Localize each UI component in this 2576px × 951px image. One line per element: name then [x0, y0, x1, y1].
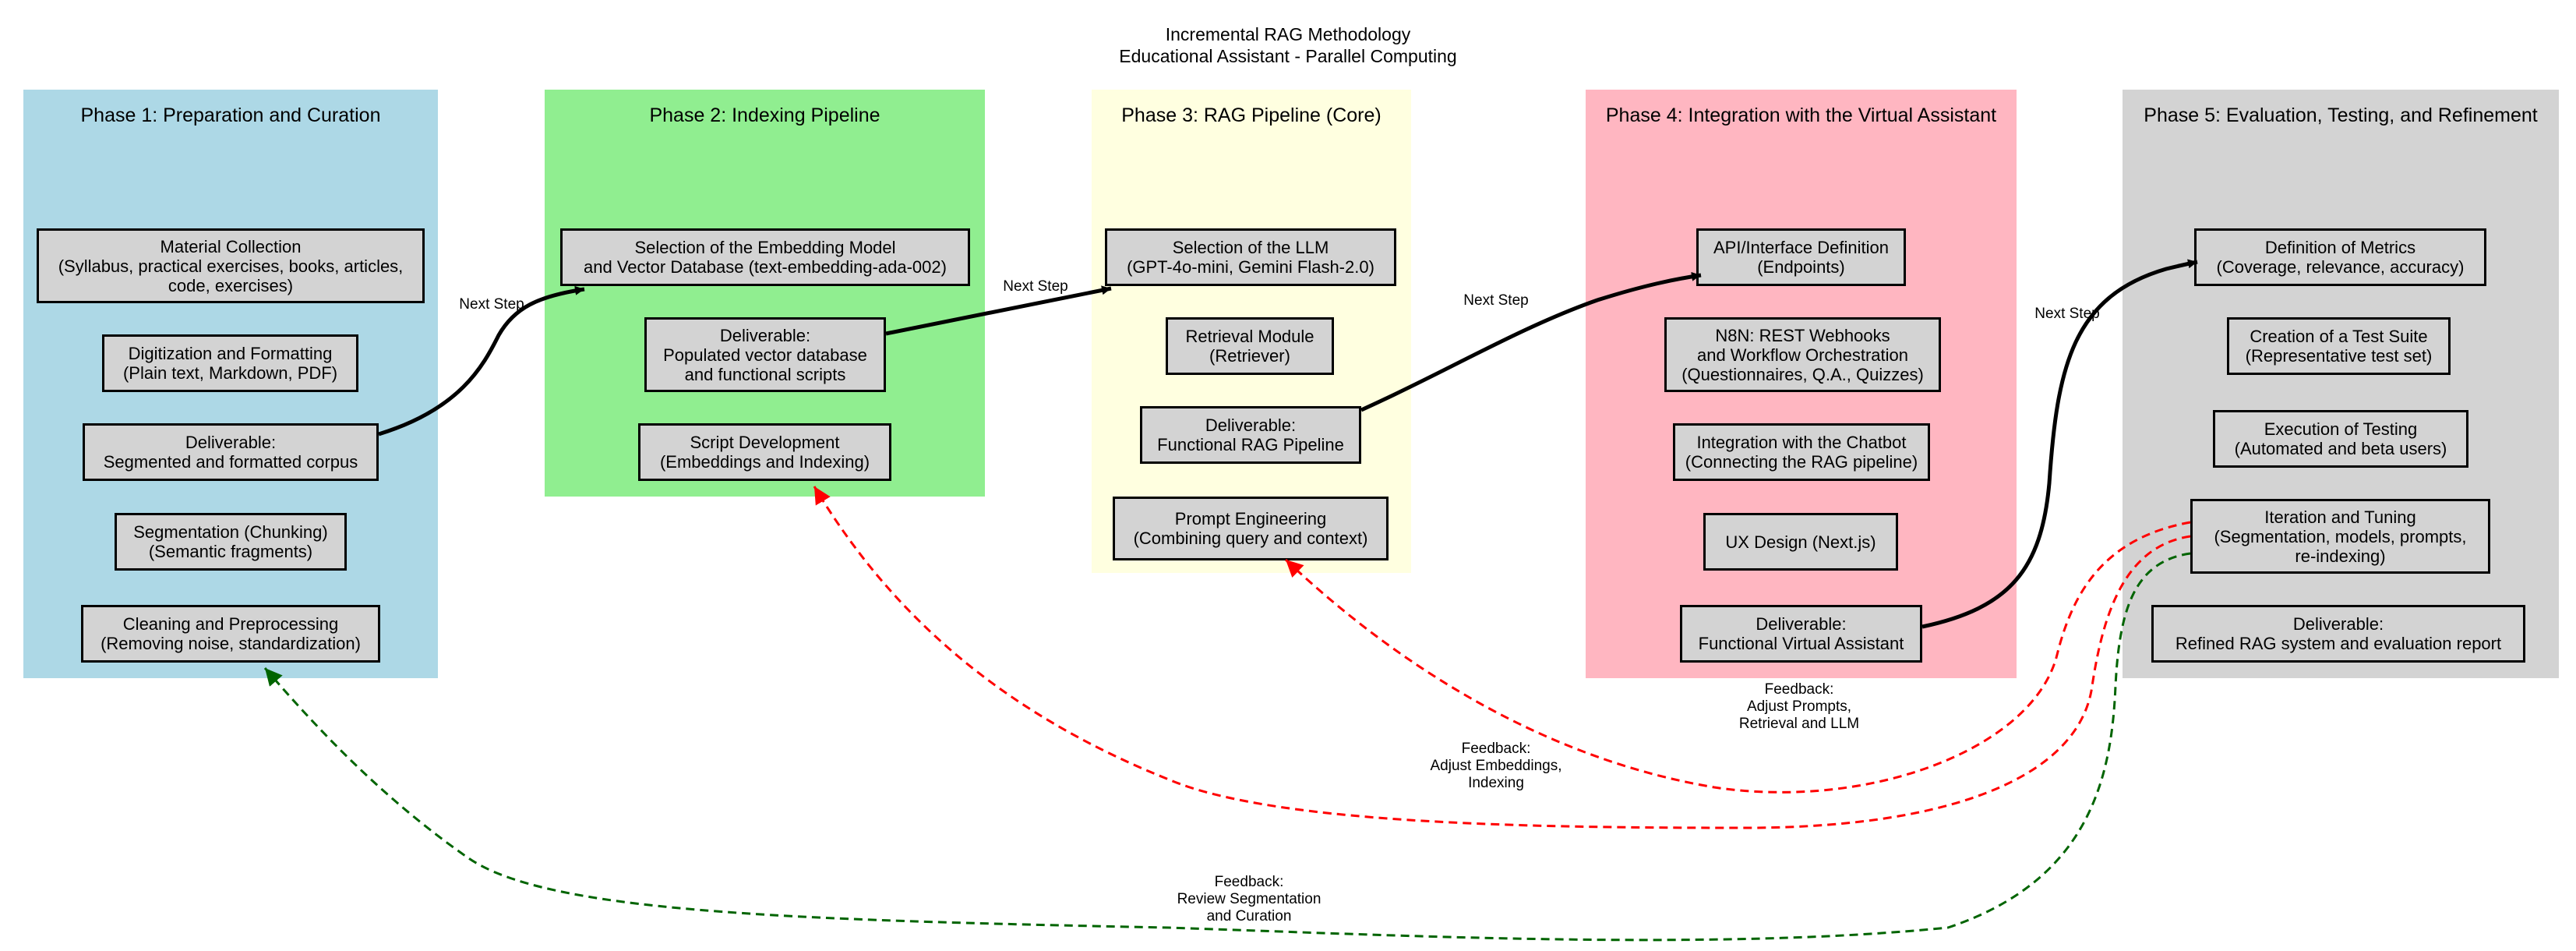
- node-cleaning-preprocessing: Cleaning and Preprocessing (Removing noi…: [81, 605, 380, 663]
- title-line-2: Educational Assistant - Parallel Computi…: [1119, 46, 1457, 66]
- node-embedding-model-selection: Selection of the Embedding Model and Vec…: [560, 228, 970, 286]
- node-api-interface: API/Interface Definition (Endpoints): [1696, 228, 1906, 286]
- label-next-step-4: Next Step: [2034, 306, 2100, 322]
- node-retrieval-module: Retrieval Module (Retriever): [1166, 317, 1334, 375]
- title-line-1: Incremental RAG Methodology: [1165, 24, 1411, 44]
- phase-1-cluster: Phase 1: Preparation and Curation: [23, 90, 438, 678]
- label-feedback-prompts: Feedback: Adjust Prompts, Retrieval and …: [1738, 681, 1860, 732]
- node-digitization-formatting: Digitization and Formatting (Plain text,…: [102, 334, 358, 392]
- phase-5-cluster: Phase 5: Evaluation, Testing, and Refine…: [2123, 90, 2559, 678]
- label-feedback-segmentation: Feedback: Review Segmentation and Curati…: [1177, 874, 1322, 924]
- node-llm-selection: Selection of the LLM (GPT-4o-mini, Gemin…: [1105, 228, 1396, 286]
- phase-5-label: Phase 5: Evaluation, Testing, and Refine…: [2144, 104, 2538, 126]
- node-execution-testing: Execution of Testing (Automated and beta…: [2213, 410, 2468, 468]
- phase-4-label: Phase 4: Integration with the Virtual As…: [1605, 104, 1997, 126]
- label-next-step-3: Next Step: [1463, 292, 1529, 309]
- node-definition-metrics: Definition of Metrics (Coverage, relevan…: [2194, 228, 2486, 286]
- node-chatbot-integration: Integration with the Chatbot (Connecting…: [1673, 423, 1930, 481]
- phase-1-label: Phase 1: Preparation and Curation: [80, 104, 381, 126]
- node-prompt-engineering: Prompt Engineering (Combining query and …: [1113, 497, 1389, 560]
- node-deliverable-vector-db: Deliverable: Populated vector database a…: [644, 317, 886, 392]
- edge-next-step-2: [885, 285, 1112, 336]
- label-next-step-2: Next Step: [1003, 278, 1068, 295]
- edge-next-step-4: [1921, 259, 2198, 629]
- node-test-suite: Creation of a Test Suite (Representative…: [2227, 317, 2451, 375]
- edge-next-step-3: [1360, 271, 1702, 412]
- phase-3-label: Phase 3: RAG Pipeline (Core): [1121, 104, 1382, 126]
- node-n8n-webhooks: N8N: REST Webhooks and Workflow Orchestr…: [1664, 317, 1941, 392]
- phase-2-label: Phase 2: Indexing Pipeline: [649, 104, 880, 126]
- node-segmentation-chunking: Segmentation (Chunking) (Semantic fragme…: [115, 513, 347, 571]
- node-script-development: Script Development (Embeddings and Index…: [638, 423, 891, 481]
- edge-feedback-segmentation: [263, 552, 2191, 942]
- edge-feedback-embeddings: [813, 486, 2191, 829]
- node-material-collection: Material Collection (Syllabus, practical…: [37, 228, 425, 303]
- diagram-title: Incremental RAG Methodology Educational …: [0, 23, 2576, 67]
- node-iteration-tuning: Iteration and Tuning (Segmentation, mode…: [2190, 499, 2490, 574]
- node-deliverable-rag-pipeline: Deliverable: Functional RAG Pipeline: [1140, 406, 1361, 464]
- node-deliverable-refined-system: Deliverable: Refined RAG system and eval…: [2151, 605, 2525, 663]
- label-next-step-1: Next Step: [459, 296, 524, 313]
- node-deliverable-corpus: Deliverable: Segmented and formatted cor…: [83, 423, 379, 481]
- edge-feedback-prompts: [1284, 521, 2191, 794]
- edge-next-step-1: [378, 285, 585, 437]
- label-feedback-embeddings: Feedback: Adjust Embeddings, Indexing: [1430, 741, 1562, 791]
- node-deliverable-virtual-assistant: Deliverable: Functional Virtual Assistan…: [1680, 605, 1922, 663]
- node-ux-design: UX Design (Next.js): [1703, 513, 1898, 571]
